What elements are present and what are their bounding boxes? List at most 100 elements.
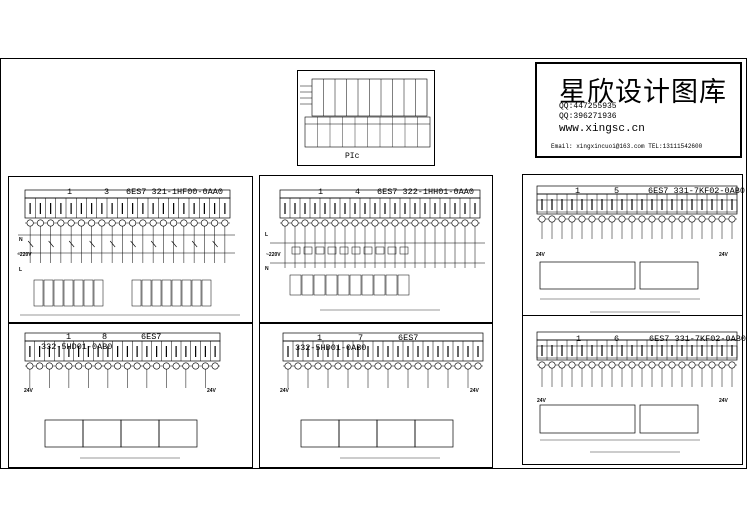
di-module-terminal	[159, 219, 167, 227]
di-module-terminal	[139, 219, 147, 227]
di-switch	[68, 240, 75, 248]
di-module-terminal	[98, 219, 106, 227]
ai6-module-terminal	[718, 361, 726, 369]
panel-ao8-title: 6ES7	[141, 332, 162, 342]
do-relay-coil	[375, 246, 385, 255]
label-24v-ao7-right: 24V	[470, 388, 479, 394]
ao8-actuator-box	[120, 419, 160, 448]
label-n-do: N	[265, 266, 269, 272]
ai5-module-terminal	[638, 215, 646, 223]
ai5-module-title-strip	[536, 185, 738, 195]
do-module-terminal	[441, 219, 449, 227]
ai6-module-terminal	[618, 361, 626, 369]
ai5-module-terminal	[728, 215, 736, 223]
ao7-module-terminal	[404, 362, 412, 370]
do-module-terminal	[321, 219, 329, 227]
di-device-box	[83, 279, 94, 307]
ao7-module-terminal	[444, 362, 452, 370]
logo-title: 星欣设计图库	[559, 77, 727, 108]
label-n-di: N	[19, 237, 23, 243]
di-device-box	[171, 279, 182, 307]
ai5-module-terminal	[548, 215, 556, 223]
ao7-module-terminal	[464, 362, 472, 370]
di-device-box	[43, 279, 54, 307]
panel-di-module	[8, 176, 253, 323]
label-24v-ai6-left: 24V	[537, 398, 546, 404]
panel-ao7-title: 6ES7	[398, 333, 419, 343]
ao7-module-terminal	[304, 362, 312, 370]
di-module-terminal	[200, 219, 208, 227]
panel-do-num: 4	[355, 187, 361, 197]
ai6-module-terminal	[628, 361, 636, 369]
di-module-terminal	[221, 219, 229, 227]
label-220v-di: ~220V	[17, 252, 32, 258]
di-switch	[48, 240, 54, 248]
panel-ao8-sub: 332-5HD01-0AB0	[41, 342, 113, 352]
panel-ao-module-8	[8, 323, 253, 468]
do-module-terminal	[351, 219, 359, 227]
ao7-module-terminal	[434, 362, 442, 370]
do-device-box	[313, 274, 326, 296]
do-module-terminal	[311, 219, 319, 227]
panel-ai6-prefix: 1	[576, 334, 582, 344]
di-module-terminal	[118, 219, 126, 227]
di-switch	[89, 240, 95, 248]
ao7-module-terminal	[454, 362, 462, 370]
di-switch	[130, 240, 136, 248]
ai6-module-terminal	[658, 361, 666, 369]
plc-overview-panel	[297, 70, 435, 166]
ao8-module-terminal	[114, 362, 122, 370]
panel-ao8-prefix: 1	[66, 332, 72, 342]
ai5-module-terminal	[598, 215, 606, 223]
do-module-terminal	[371, 219, 379, 227]
di-device-box	[181, 279, 192, 307]
ai5-module-terminal	[608, 215, 616, 223]
do-device-box	[373, 274, 386, 296]
ao8-module-terminal	[143, 362, 151, 370]
do-module-terminal	[391, 219, 399, 227]
ai5-module-terminal	[558, 215, 566, 223]
ao8-module-terminal	[182, 362, 190, 370]
panel-ai6-title: 6ES7 331-7KF02-0AB0	[649, 334, 746, 344]
ao7-module-terminal	[334, 362, 342, 370]
panel-di-title: 6ES7 321-1HF00-0AA0	[126, 187, 223, 197]
do-relay-coil	[327, 246, 337, 255]
label-24v-ai5-left: 24V	[536, 252, 545, 258]
ao7-actuator-box	[376, 419, 416, 448]
ai5-module-terminal	[538, 215, 546, 223]
do-module-terminal	[421, 219, 429, 227]
ai6-module-terminal	[558, 361, 566, 369]
do-module-terminal	[381, 219, 389, 227]
di-switch	[150, 240, 157, 248]
logo-block: 星欣设计图库 QQ:447255935 QQ:396271936 www.xin…	[535, 62, 742, 158]
ai5-module-terminal	[708, 215, 716, 223]
do-relay-coil	[315, 246, 325, 255]
ao7-module-terminal	[394, 362, 402, 370]
do-module-terminal	[331, 219, 339, 227]
ai5-module-terminal	[658, 215, 666, 223]
panel-ai5-title: 6ES7 331-7KF02-0AB0	[648, 186, 745, 196]
ao8-module-terminal	[36, 362, 44, 370]
ao7-module-terminal	[364, 362, 372, 370]
do-relay-coil	[339, 246, 349, 255]
di-device-box	[63, 279, 74, 307]
do-module-terminal	[291, 219, 299, 227]
ao7-module-terminal	[314, 362, 322, 370]
do-module-terminal	[431, 219, 439, 227]
di-module-terminal	[67, 219, 75, 227]
di-device-box	[141, 279, 152, 307]
ai5-range-header	[536, 199, 738, 213]
di-device-box	[33, 279, 44, 307]
di-switch	[109, 240, 116, 248]
do-relay-coil	[303, 246, 313, 255]
panel-ao8-num: 8	[102, 332, 108, 342]
di-device-box	[151, 279, 162, 307]
panel-ai5-prefix: 1	[575, 186, 581, 196]
ao7-module-title-strip	[282, 332, 484, 342]
label-24v-ao8-right: 24V	[207, 388, 216, 394]
ao8-module-terminal	[55, 362, 63, 370]
ai5-module-terminal	[668, 215, 676, 223]
ai6-module-terminal	[688, 361, 696, 369]
do-relay-coil	[351, 246, 361, 255]
do-device-box	[337, 274, 350, 296]
